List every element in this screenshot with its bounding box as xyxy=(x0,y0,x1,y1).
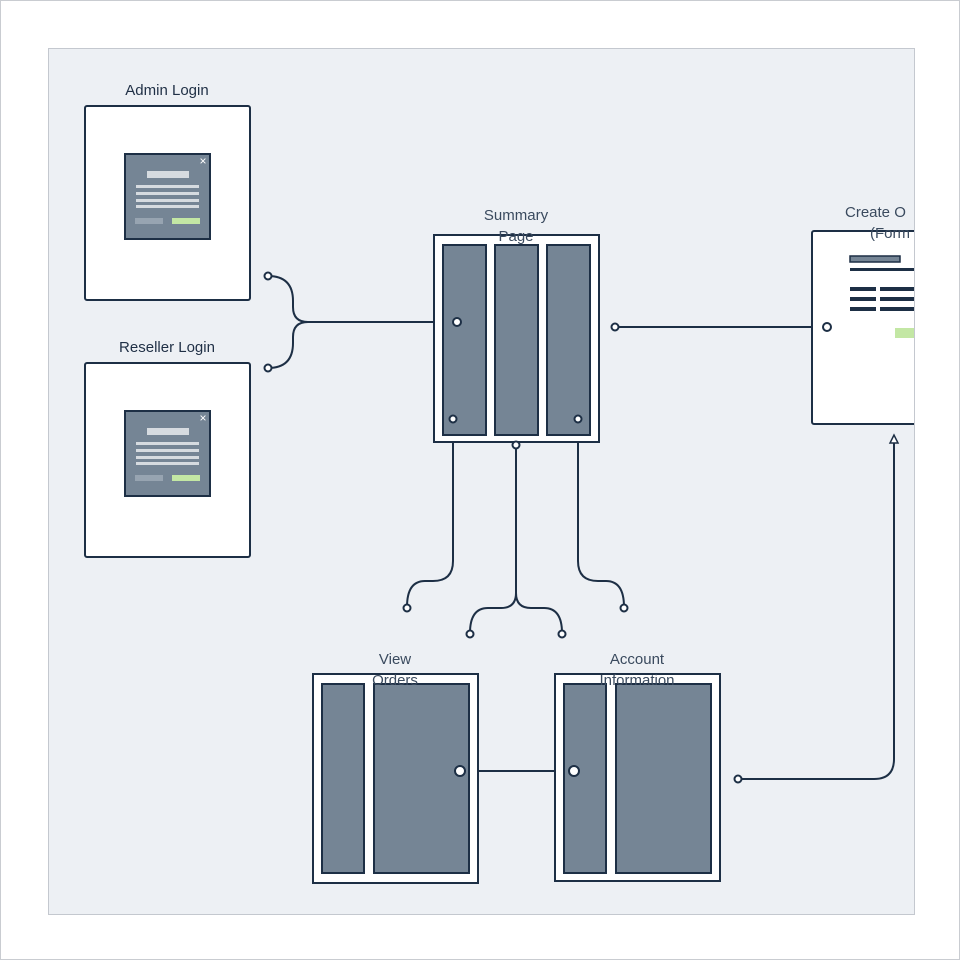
create-order-submit-button xyxy=(895,328,914,338)
create-order-label-line2: (Form xyxy=(870,225,910,242)
endpoint-branch-4[interactable] xyxy=(619,603,629,613)
create-order-field-2b xyxy=(880,297,914,301)
node-view-orders[interactable]: View Orders xyxy=(312,651,479,884)
endpoint-admin-out[interactable] xyxy=(263,271,273,281)
account-information-sidebar xyxy=(563,683,607,874)
account-information-label-line2: Information xyxy=(599,672,674,689)
admin-login-dialog: × xyxy=(124,153,211,240)
diagram-canvas: Admin Login × Reseller Login xyxy=(48,48,915,915)
create-order-label-line1: Create O xyxy=(845,204,906,221)
admin-dialog-line-1 xyxy=(136,185,199,188)
node-account-information[interactable]: Account Information xyxy=(554,651,721,882)
summary-page-column-1 xyxy=(442,244,487,436)
endpoint-view-orders-out[interactable] xyxy=(454,765,466,777)
admin-dialog-close-icon: × xyxy=(199,154,206,168)
connector-account-to-create-order[interactable] xyxy=(738,443,895,780)
reseller-dialog-title-bar xyxy=(147,428,189,435)
admin-dialog-window xyxy=(124,153,211,240)
endpoint-branch-2[interactable] xyxy=(465,629,475,639)
endpoint-create-order-in[interactable] xyxy=(822,322,832,332)
endpoint-account-in[interactable] xyxy=(568,765,580,777)
endpoint-reseller-out[interactable] xyxy=(263,363,273,373)
admin-login-label: Admin Login xyxy=(125,82,208,99)
node-create-order[interactable]: Create O (Form xyxy=(811,204,915,425)
endpoint-summary-out[interactable] xyxy=(610,322,620,332)
view-orders-label-line2: Orders xyxy=(372,672,418,689)
view-orders-sidebar xyxy=(321,683,365,874)
admin-dialog-line-4 xyxy=(136,205,199,208)
connector-endpoints xyxy=(263,271,832,784)
summary-page-column-3 xyxy=(546,244,591,436)
reseller-dialog-line-2 xyxy=(136,449,199,452)
node-reseller-login[interactable]: Reseller Login × xyxy=(84,339,251,558)
flow-diagram: Admin Login × Reseller Login xyxy=(49,49,915,914)
connector-summary-center-branch[interactable] xyxy=(469,445,563,634)
node-summary-page[interactable]: Summary Page xyxy=(433,207,600,443)
reseller-dialog-window xyxy=(124,410,211,497)
connector-summary-left-branch[interactable] xyxy=(406,419,454,608)
create-order-form-line xyxy=(850,268,914,271)
endpoint-summary-left-out[interactable] xyxy=(448,414,458,424)
endpoint-account-out[interactable] xyxy=(733,774,743,784)
endpoint-summary-in[interactable] xyxy=(452,317,462,327)
create-order-field-1b xyxy=(880,287,914,291)
reseller-dialog-close-icon: × xyxy=(199,411,206,425)
node-admin-login[interactable]: Admin Login × xyxy=(84,82,251,301)
connector-reseller-to-summary[interactable] xyxy=(267,321,309,369)
create-order-form-title xyxy=(849,255,901,263)
summary-page-label-line2: Page xyxy=(498,228,533,245)
account-information-main xyxy=(615,683,712,874)
create-order-field-2a xyxy=(850,297,876,301)
endpoint-branch-3[interactable] xyxy=(557,629,567,639)
summary-page-column-2 xyxy=(494,244,539,436)
reseller-login-label: Reseller Login xyxy=(119,339,215,356)
arrowhead-create-order xyxy=(888,433,900,444)
create-order-field-1a xyxy=(850,287,876,291)
reseller-dialog-line-3 xyxy=(136,456,199,459)
admin-dialog-submit-button xyxy=(172,218,200,224)
admin-dialog-title-bar xyxy=(147,171,189,178)
reseller-login-dialog: × xyxy=(124,410,211,497)
reseller-dialog-submit-button xyxy=(172,475,200,481)
account-information-label-line1: Account xyxy=(610,651,665,668)
reseller-dialog-line-4 xyxy=(136,462,199,465)
view-orders-main xyxy=(373,683,470,874)
connector-admin-to-summary[interactable] xyxy=(267,275,457,323)
reseller-dialog-line-1 xyxy=(136,442,199,445)
create-order-field-3b xyxy=(880,307,914,311)
reseller-dialog-cancel-button xyxy=(135,475,163,481)
view-orders-label-line1: View xyxy=(379,651,411,668)
endpoint-summary-bottom-out[interactable] xyxy=(511,440,521,450)
admin-dialog-line-2 xyxy=(136,192,199,195)
connector-summary-right-branch[interactable] xyxy=(577,419,625,608)
create-order-card xyxy=(811,230,914,425)
summary-page-label-line1: Summary xyxy=(484,207,549,224)
admin-dialog-line-3 xyxy=(136,199,199,202)
endpoint-branch-1[interactable] xyxy=(402,603,412,613)
create-order-field-3a xyxy=(850,307,876,311)
admin-dialog-cancel-button xyxy=(135,218,163,224)
endpoint-summary-right-out[interactable] xyxy=(573,414,583,424)
